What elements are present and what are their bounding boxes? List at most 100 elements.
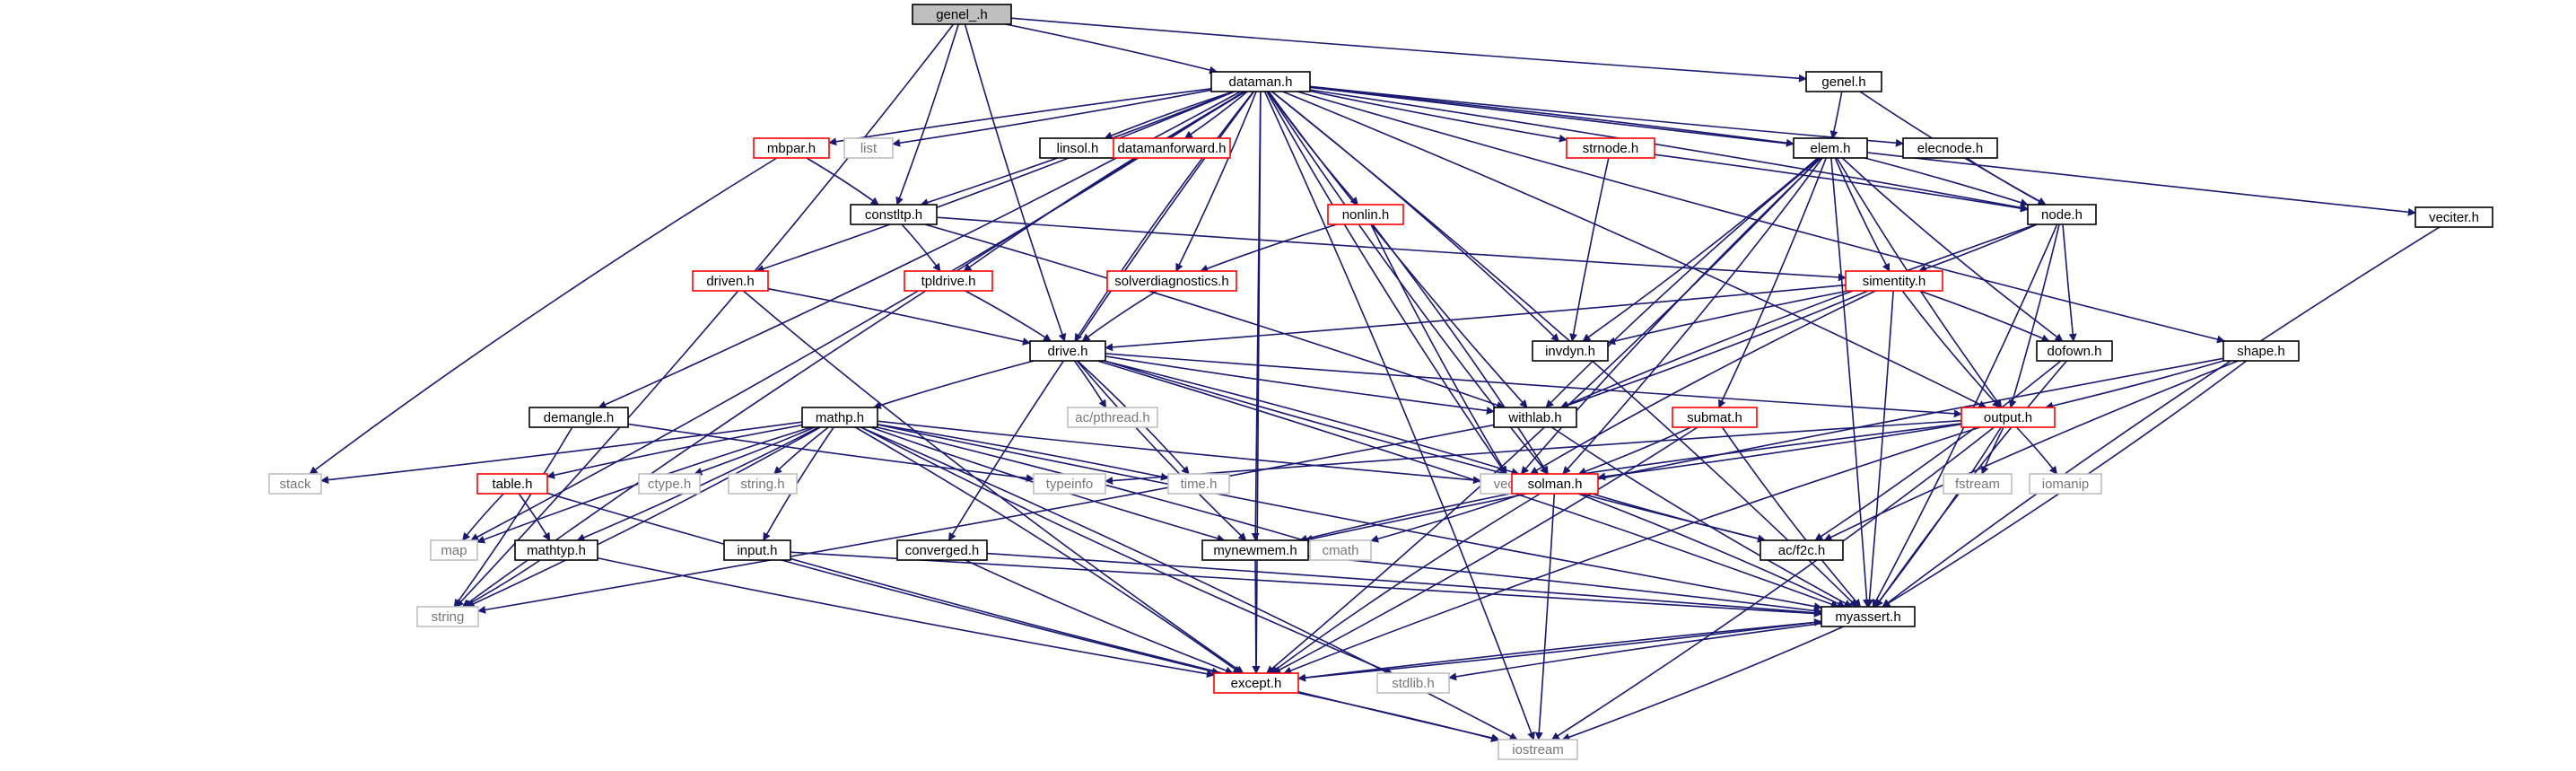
node-acpthread: ac/pthread.h: [1067, 407, 1158, 428]
node-box: [1029, 340, 1106, 362]
edge-myassert-to-iostream: [1561, 626, 1844, 741]
node-label: submat.h: [1687, 410, 1742, 425]
node-shape[interactable]: shape.h: [2222, 340, 2300, 362]
edge-output-to-vector: [1542, 423, 1962, 483]
node-simentity[interactable]: simentity.h: [1845, 270, 1943, 292]
node-acf2c[interactable]: ac/f2c.h: [1760, 539, 1844, 561]
edge-drive-to-solman: [1104, 360, 1520, 476]
node-veciter[interactable]: veciter.h: [2414, 206, 2493, 228]
node-dataman[interactable]: dataman.h: [1210, 71, 1311, 92]
edge-simentity-to-withlab: [1560, 290, 1869, 409]
node-converged[interactable]: converged.h: [896, 539, 988, 561]
node-box: [1960, 407, 2056, 428]
node-box: [1067, 407, 1158, 428]
edge-dataman-to-datamanforward: [1183, 91, 1248, 139]
node-solman[interactable]: solman.h: [1511, 473, 1599, 495]
edge-shape-to-acf2c: [1823, 360, 2239, 541]
edge-dataman-to-vector: [1266, 91, 1506, 475]
node-genel_h[interactable]: genel_.h: [912, 4, 1012, 25]
edge-veciter-to-myassert: [1882, 226, 2441, 608]
node-list: list: [843, 137, 894, 159]
node-label: output.h: [1984, 410, 2032, 425]
edge-output-to-solman: [1597, 423, 1962, 481]
edge-simentity-to-drive: [1105, 284, 1847, 352]
edge-elem-to-invdyn: [1582, 157, 1819, 342]
node-box: [1943, 473, 2013, 495]
node-driven[interactable]: driven.h: [692, 270, 769, 292]
edge-dataman-to-elem: [1309, 86, 1794, 147]
edge-drive-to-acpthread: [1073, 360, 1107, 408]
node-label: iostream: [1512, 742, 1564, 758]
node-elecnode[interactable]: elecnode.h: [1902, 137, 1998, 159]
node-box: [416, 606, 479, 627]
node-nonlin[interactable]: nonlin.h: [1327, 204, 1404, 225]
edge-output-to-iomanip: [2015, 426, 2058, 475]
node-table[interactable]: table.h: [476, 473, 548, 495]
node-dersangle[interactable]: demangle.h: [528, 407, 629, 428]
edge-genel_h-to-constltp: [895, 23, 960, 206]
edge-simentity-to-dofown: [1919, 290, 2050, 342]
edge-node-to-dofown: [2062, 223, 2077, 342]
node-mathp[interactable]: mathp.h: [801, 407, 878, 428]
edge-dataman-to-iostream: [1263, 91, 1535, 740]
edge-genel-to-elem: [1829, 91, 1843, 139]
node-box: [692, 270, 769, 292]
edge-mbpar-to-constltp: [806, 157, 879, 206]
node-tpldrive[interactable]: tpldrive.h: [904, 270, 993, 292]
edge-dataman-to-except: [1252, 91, 1262, 674]
node-label: input.h: [737, 543, 777, 558]
node-ctype: ctype.h: [638, 473, 701, 495]
node-mynewmem[interactable]: mynewmem.h: [1201, 539, 1309, 561]
edge-tpldrive-to-drive: [965, 290, 1052, 342]
node-dofown[interactable]: dofown.h: [2036, 340, 2113, 362]
edge-output-to-fstream: [1980, 426, 2004, 475]
edge-dataman-to-linsol: [1104, 91, 1234, 140]
node-box: [1805, 71, 1882, 92]
node-mbpar[interactable]: mbpar.h: [753, 137, 830, 159]
node-invdyn[interactable]: invdyn.h: [1532, 340, 1609, 362]
node-elem[interactable]: elem.h: [1793, 137, 1868, 159]
node-label: typeinfo: [1046, 477, 1094, 492]
node-constltp[interactable]: constltp.h: [850, 204, 938, 225]
edge-mathp-to-map: [476, 426, 812, 544]
node-myassert[interactable]: myassert.h: [1821, 606, 1916, 627]
node-label: driven.h: [706, 274, 754, 289]
node-box: [1821, 606, 1916, 627]
node-stdlib: stdlib.h: [1376, 672, 1450, 694]
edge-submat-to-myassert: [1721, 426, 1862, 608]
edge-dataman-to-strnode: [1309, 90, 1567, 143]
node-map: map: [430, 539, 478, 561]
node-label: veciter.h: [2429, 210, 2479, 225]
edge-elecnode-to-node: [1966, 157, 2047, 206]
node-box: [1210, 71, 1311, 92]
node-iostream: iostream: [1498, 739, 1578, 760]
node-label: time.h: [1181, 477, 1218, 492]
node-drive[interactable]: drive.h: [1029, 340, 1106, 362]
node-withlab[interactable]: withlab.h: [1493, 407, 1577, 428]
node-box: [514, 539, 598, 561]
node-box: [476, 473, 548, 495]
node-label: except.h: [1231, 676, 1282, 691]
edge-dataman-to-map: [470, 91, 1244, 541]
edge-withlab-to-string: [477, 424, 1495, 614]
node-datamanforward[interactable]: datamanforward.h: [1113, 137, 1231, 159]
node-except[interactable]: except.h: [1213, 672, 1299, 694]
edge-dersangle-to-typeinfo: [627, 423, 1035, 483]
node-label: genel.h: [1821, 74, 1865, 90]
edge-constltp-to-simentity: [936, 216, 1847, 282]
edge-driven-to-except: [742, 290, 1244, 674]
node-submat[interactable]: submat.h: [1672, 407, 1758, 428]
node-solverdiag[interactable]: solverdiagnostics.h: [1106, 270, 1237, 292]
node-output[interactable]: output.h: [1960, 407, 2056, 428]
node-box: [1327, 204, 1404, 225]
node-label: iomanip: [2042, 477, 2090, 492]
node-node[interactable]: node.h: [2027, 204, 2097, 225]
node-genel[interactable]: genel.h: [1805, 71, 1882, 92]
node-mathtyp[interactable]: mathtyp.h: [514, 539, 598, 561]
edge-elem-to-vector: [1520, 157, 1822, 475]
node-linsol[interactable]: linsol.h: [1039, 137, 1116, 159]
node-strnode[interactable]: strnode.h: [1566, 137, 1655, 159]
node-label: strnode.h: [1583, 141, 1639, 156]
node-box: [1902, 137, 1998, 159]
node-input[interactable]: input.h: [723, 539, 791, 561]
